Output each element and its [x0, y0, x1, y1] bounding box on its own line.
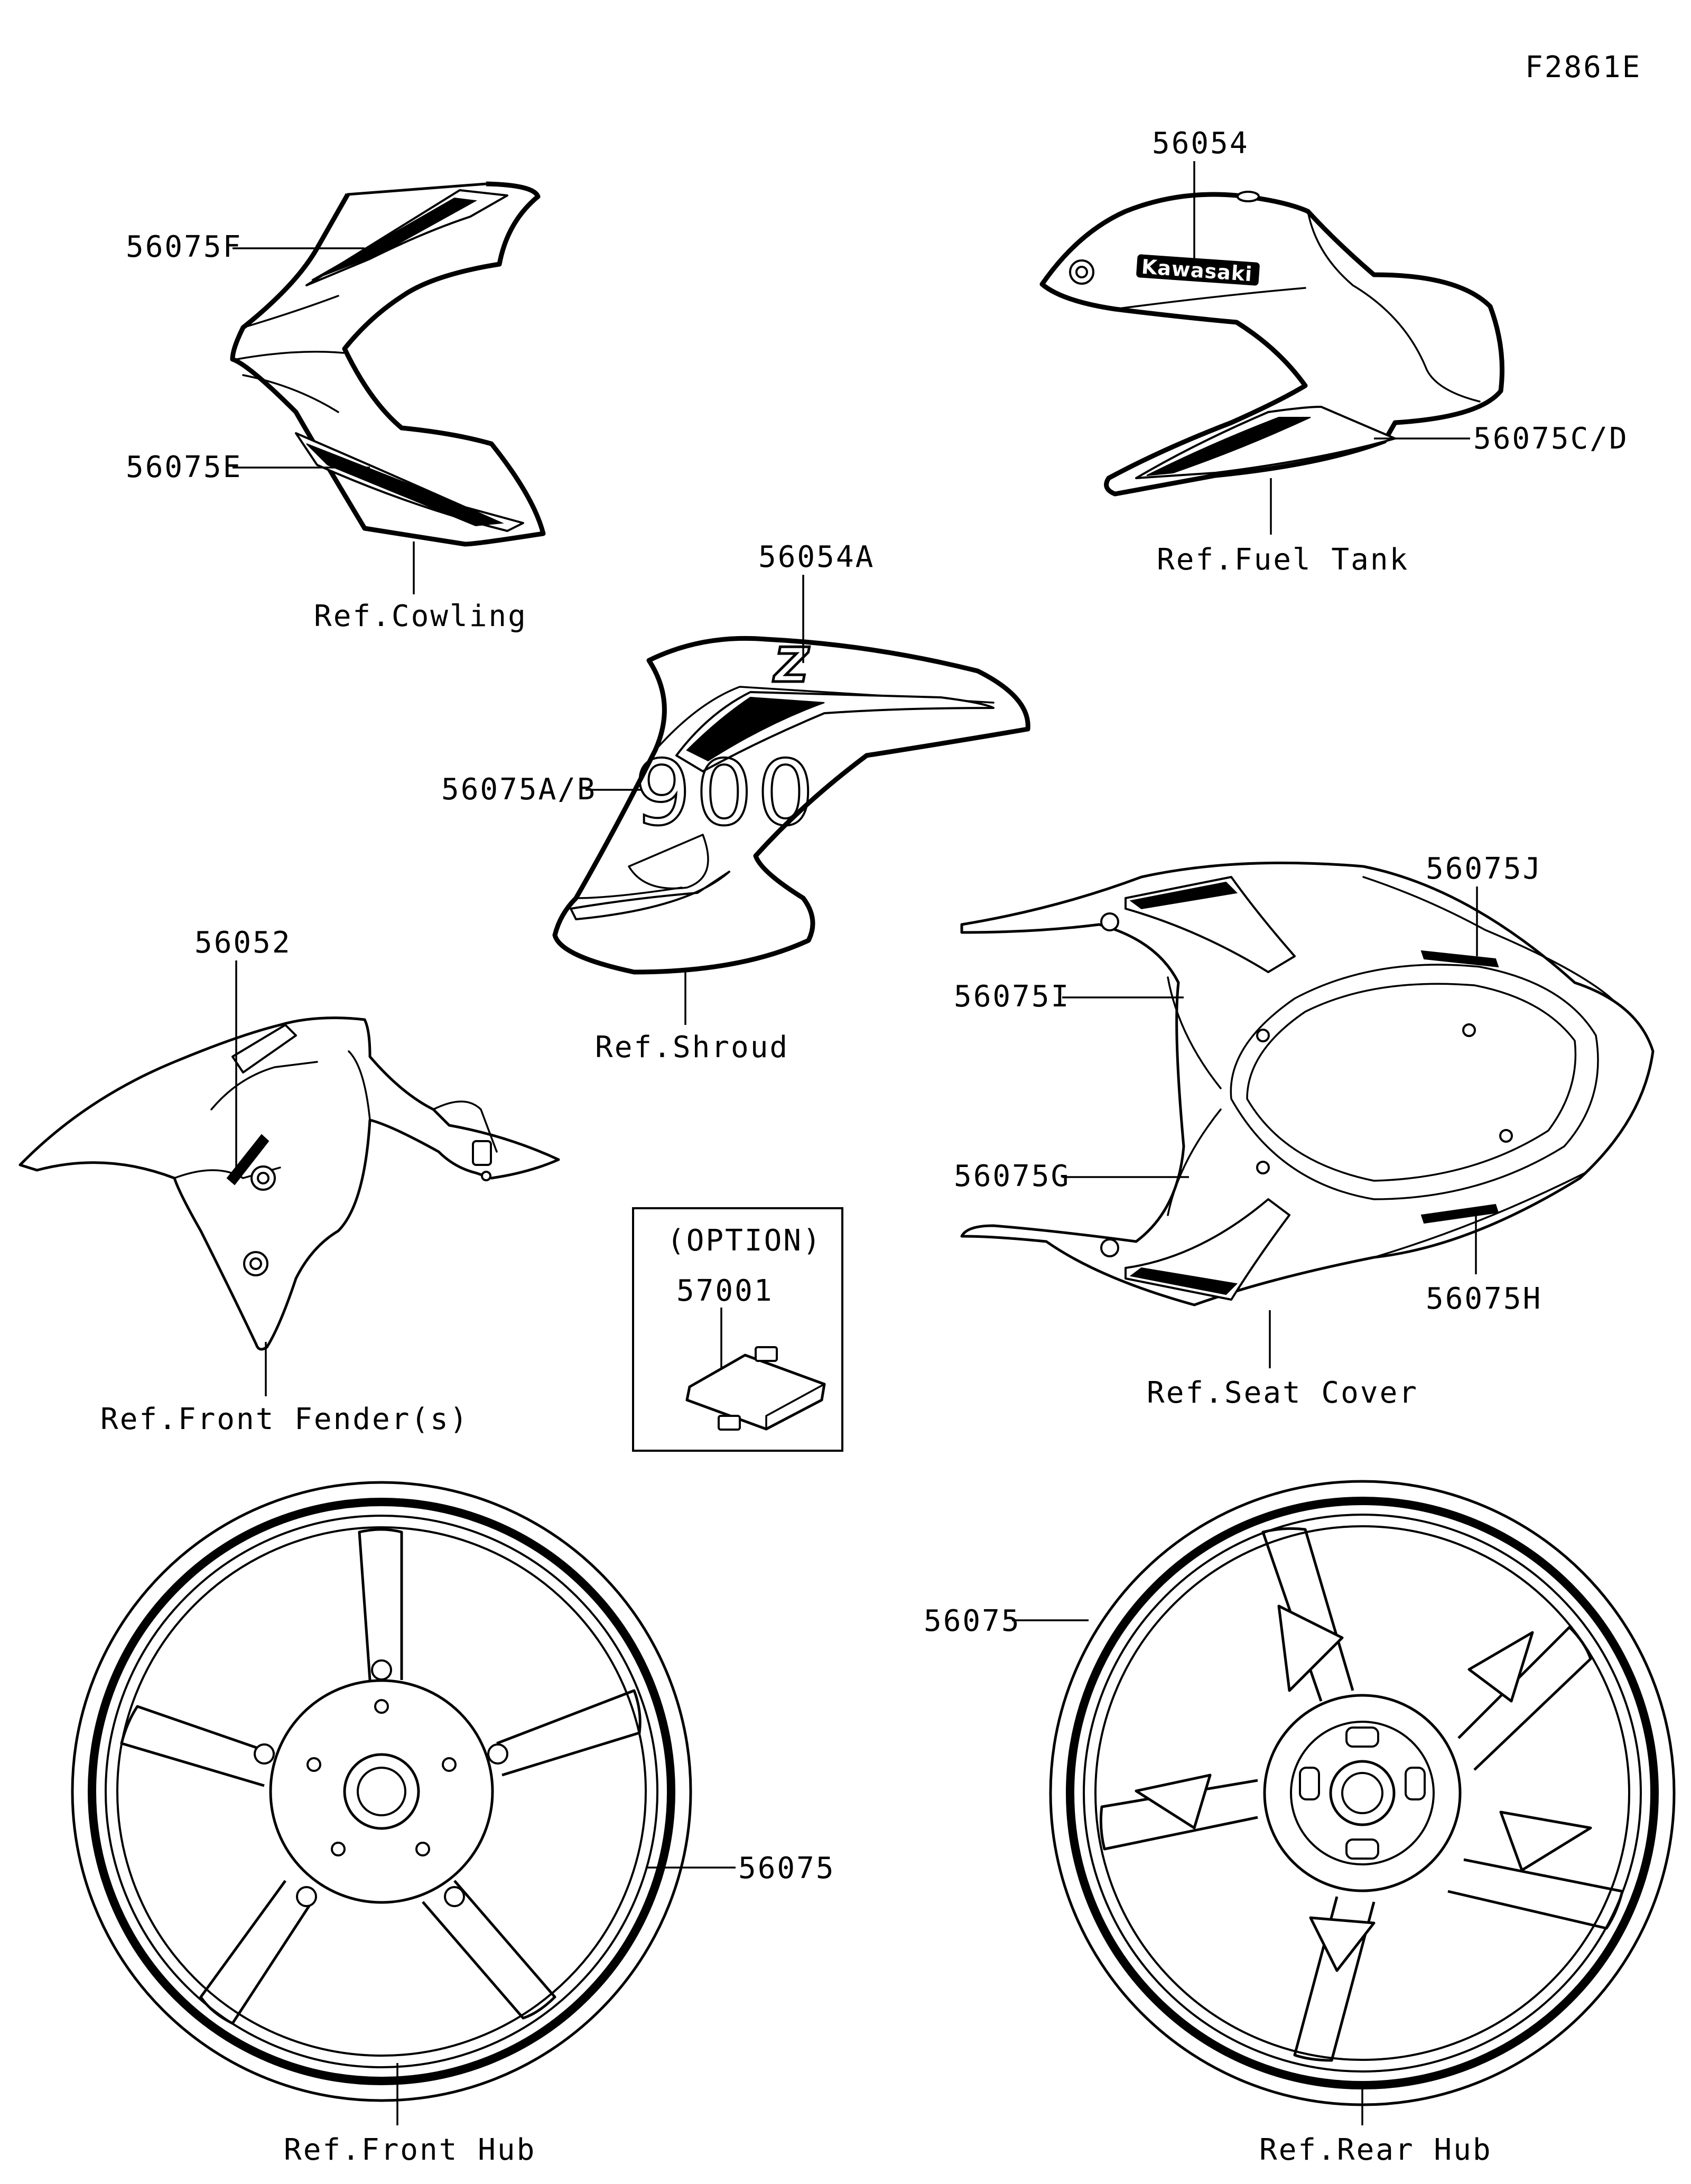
- rear-wheel-drawing: [1049, 1480, 1676, 2106]
- cowling-drawing: [230, 181, 546, 547]
- part-56075H: 56075H: [1426, 1282, 1542, 1316]
- ref-cowling: Ref.Cowling: [314, 599, 527, 633]
- part-56075J: 56075J: [1426, 852, 1542, 886]
- part-56075E: 56075E: [126, 450, 242, 484]
- figure-code: F2861E: [1525, 50, 1641, 85]
- part-56052: 56052: [194, 926, 292, 960]
- part-56054: 56054: [1152, 126, 1249, 161]
- part-56054A: 56054A: [758, 540, 875, 574]
- option-box: [632, 1207, 843, 1452]
- ref-shroud: Ref.Shroud: [595, 1030, 789, 1065]
- part-56075AB: 56075A/B: [441, 772, 597, 807]
- part-56075-front: 56075: [738, 1851, 835, 1886]
- shroud-drawing: 900 Z: [552, 636, 1030, 975]
- ref-seat-cover: Ref.Seat Cover: [1147, 1376, 1418, 1410]
- front-wheel-drawing: [71, 1481, 692, 2102]
- tank-brand: Kawasaki: [1141, 255, 1253, 286]
- part-56075CD: 56075C/D: [1473, 422, 1629, 456]
- ref-rear-hub: Ref.Rear Hub: [1259, 2133, 1492, 2167]
- shroud-logo: Z: [773, 638, 810, 693]
- ref-fuel-tank: Ref.Fuel Tank: [1157, 543, 1409, 577]
- part-56075-rear: 56075: [924, 1604, 1021, 1638]
- front-fender-drawing: [18, 1016, 560, 1351]
- option-label: (OPTION): [667, 1224, 822, 1258]
- ref-front-hub: Ref.Front Hub: [284, 2133, 536, 2167]
- part-56075G: 56075G: [954, 1159, 1070, 1193]
- fuel-tank-drawing: Kawasaki: [1039, 191, 1504, 497]
- part-57001: 57001: [676, 1274, 774, 1308]
- shroud-number-graphic: 900: [634, 741, 818, 846]
- ref-front-fender: Ref.Front Fender(s): [100, 1402, 469, 1436]
- seat-cover-drawing: [960, 861, 1655, 1306]
- part-56075F: 56075F: [126, 230, 242, 264]
- part-56075I: 56075I: [954, 979, 1070, 1014]
